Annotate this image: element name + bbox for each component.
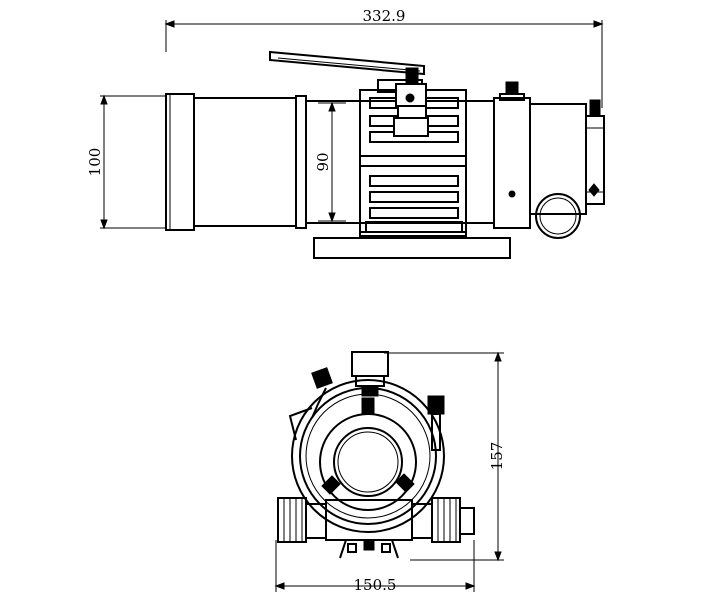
clamp-knob-left bbox=[288, 367, 333, 441]
set-screw-top bbox=[361, 397, 375, 415]
clamp-knob-top bbox=[393, 67, 429, 137]
set-screw-right bbox=[395, 473, 415, 493]
focuser-body bbox=[325, 499, 413, 541]
dimension-inner-height: 90 bbox=[314, 101, 346, 223]
dovetail-front bbox=[339, 539, 399, 559]
focus-knob-side bbox=[535, 193, 581, 239]
outer-ring bbox=[291, 379, 445, 533]
overall-length-label: 332.9 bbox=[363, 7, 406, 25]
inner-height-label: 90 bbox=[314, 152, 332, 171]
tube-ring bbox=[295, 95, 307, 229]
focus-knob-right bbox=[411, 497, 475, 543]
objective-tube bbox=[193, 97, 297, 227]
focus-knob-left bbox=[277, 497, 327, 543]
drawtube-aperture bbox=[333, 427, 403, 497]
dimension-tube-height: 100 bbox=[86, 94, 166, 230]
tube-height-label: 100 bbox=[86, 148, 104, 177]
finder-plate bbox=[269, 50, 425, 76]
focuser-housing bbox=[493, 81, 605, 229]
overall-height-label: 157 bbox=[488, 442, 506, 471]
front-view: 157 150.5 bbox=[274, 351, 506, 594]
dimension-overall-length: 332.9 bbox=[164, 7, 604, 108]
overall-width-label: 150.5 bbox=[354, 576, 397, 594]
set-screw-left bbox=[321, 475, 341, 495]
side-view: 332.9 100 90 bbox=[86, 7, 605, 259]
dimension-overall-height: 157 bbox=[384, 351, 506, 562]
clamp-knob-right bbox=[427, 395, 445, 451]
dimension-overall-width: 150.5 bbox=[274, 540, 476, 594]
dovetail-plate bbox=[313, 237, 511, 259]
